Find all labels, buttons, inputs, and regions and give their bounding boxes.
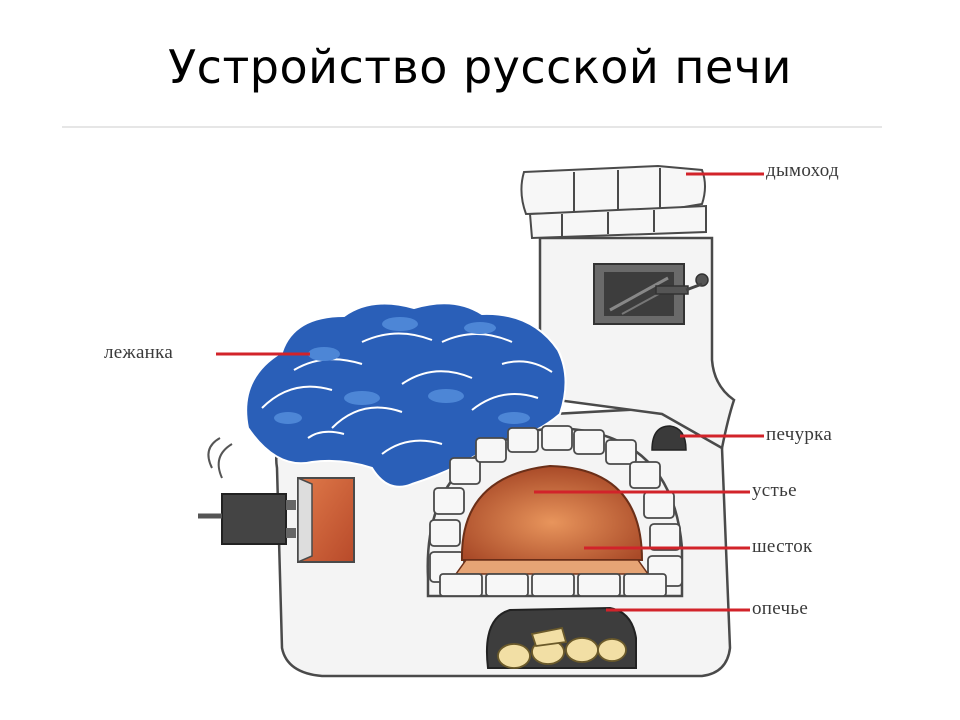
label-chimney: дымоход	[766, 160, 839, 181]
chimney-cap	[520, 164, 707, 240]
firewood-niche-icon	[486, 606, 637, 669]
oven-arch	[426, 425, 684, 598]
damper-door-icon	[593, 263, 709, 325]
label-bench: лежанка	[104, 342, 174, 363]
leader-lines	[216, 172, 764, 612]
label-under-niche: опечье	[752, 598, 809, 619]
hearth-shelf	[439, 573, 667, 597]
stove-illustration	[198, 164, 764, 678]
label-niche: печурка	[766, 424, 833, 445]
oven-mouth	[460, 464, 644, 561]
label-hearth-shelf: шесток	[752, 536, 813, 557]
page-title: Устройство русской печи	[168, 40, 792, 94]
side-firebox-icon	[198, 437, 355, 564]
niche-icon	[651, 425, 687, 451]
russian-stove-diagram: дымоход лежанка печурка устье шесток опе…	[62, 128, 882, 702]
diagram-top-edge	[62, 126, 882, 128]
label-mouth: устье	[752, 480, 797, 501]
